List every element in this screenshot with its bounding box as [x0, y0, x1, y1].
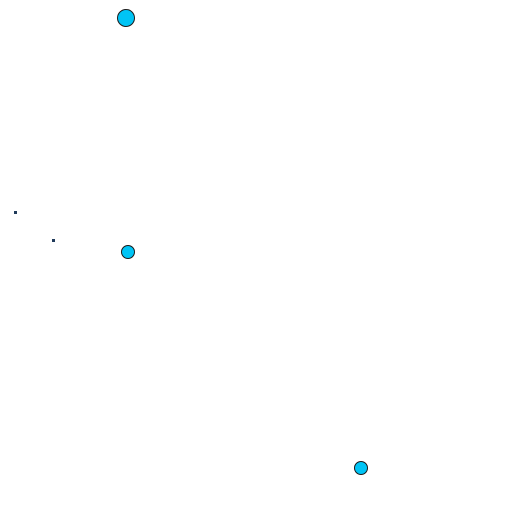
circle-marker-large — [117, 9, 135, 27]
dot-marker-left — [14, 211, 17, 214]
dot-marker-center — [52, 239, 55, 242]
circle-marker-middle — [121, 245, 135, 259]
circle-marker-bottom — [354, 461, 368, 475]
